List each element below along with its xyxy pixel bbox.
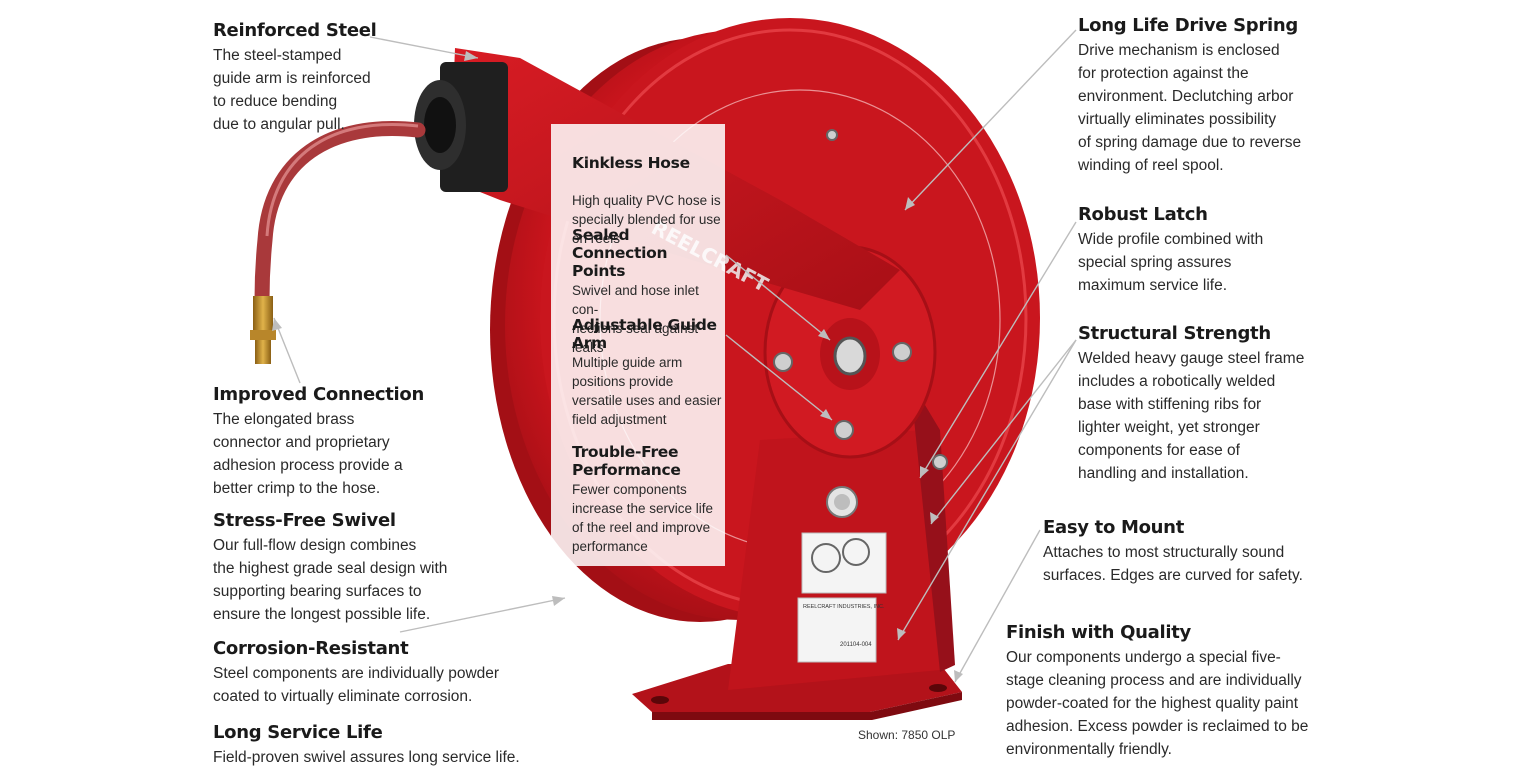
- feature-body: Our components undergo a special five- s…: [1006, 649, 1309, 758]
- feature-body: Steel components are individually powder…: [213, 665, 500, 705]
- feature-body: Swivel and hose inlet con- nections seal…: [572, 283, 699, 355]
- feature-improved-connection: Improved Connection The elongated brass …: [213, 384, 424, 500]
- feature-body: The steel-stamped guide arm is reinforce…: [213, 47, 371, 133]
- svg-text:REELCRAFT INDUSTRIES, INC.: REELCRAFT INDUSTRIES, INC.: [803, 604, 885, 610]
- feature-body: High quality PVC hose is specially blend…: [572, 193, 721, 246]
- feature-title: Long Service Life: [213, 722, 383, 743]
- svg-text:201104-004: 201104-004: [840, 642, 872, 648]
- feature-body: The elongated brass connector and propri…: [213, 411, 403, 497]
- center-feature-panel: Kinkless Hose High quality PVC hose is s…: [551, 124, 725, 566]
- feature-title: Sealed Connection Points: [572, 226, 668, 280]
- feature-body: Multiple guide arm positions provide ver…: [572, 355, 722, 427]
- feature-title: Reinforced Steel: [213, 20, 377, 41]
- feature-title: Structural Strength: [1078, 323, 1271, 344]
- feature-body: Welded heavy gauge steel frame includes …: [1078, 350, 1305, 482]
- brass-fitting: [250, 296, 276, 364]
- callout-arrows: [273, 29, 1077, 683]
- feature-title: Improved Connection: [213, 384, 425, 405]
- feature-title: Kinkless Hose: [572, 154, 690, 172]
- feature-kinkless-hose: Kinkless Hose High quality PVC hose is s…: [572, 136, 721, 266]
- feature-title: Stress-Free Swivel: [213, 510, 396, 531]
- feature-robust-latch: Robust Latch Wide profile combined with …: [1078, 204, 1263, 297]
- product-caption: Shown: 7850 OLP: [858, 728, 956, 742]
- feature-trouble-free: Trouble-Free Performance Fewer component…: [572, 443, 713, 556]
- id-label: [797, 597, 877, 663]
- hose: [254, 121, 426, 308]
- feature-title: Easy to Mount: [1043, 517, 1185, 538]
- feature-adjustable-guide-arm: Adjustable Guide Arm Multiple guide arm …: [572, 316, 721, 429]
- feature-reinforced-steel: Reinforced Steel The steel-stamped guide…: [213, 20, 377, 136]
- feature-body: Wide profile combined with special sprin…: [1078, 231, 1264, 294]
- feature-title: Finish with Quality: [1006, 622, 1191, 643]
- feature-body: Our full-flow design combines the highes…: [213, 537, 448, 623]
- feature-drive-spring: Long Life Drive Spring Drive mechanism i…: [1078, 15, 1301, 177]
- feature-body: Field-proven swivel assures long service…: [213, 749, 520, 766]
- feature-body: Drive mechanism is enclosed for protecti…: [1078, 42, 1302, 174]
- feature-long-service-life: Long Service Life Field-proven swivel as…: [213, 722, 520, 769]
- warning-label: [801, 532, 887, 594]
- base-plate: [632, 664, 962, 720]
- feature-title: Corrosion-Resistant: [213, 638, 409, 659]
- hose-guide: [414, 62, 508, 192]
- feature-corrosion-resistant: Corrosion-Resistant Steel components are…: [213, 638, 499, 708]
- feature-stress-free-swivel: Stress-Free Swivel Our full-flow design …: [213, 510, 447, 626]
- feature-title: Trouble-Free Performance: [572, 443, 681, 479]
- feature-finish-quality: Finish with Quality Our components under…: [1006, 622, 1308, 761]
- feature-body: Attaches to most structurally sound surf…: [1043, 544, 1303, 584]
- feature-easy-to-mount: Easy to Mount Attaches to most structura…: [1043, 517, 1303, 587]
- feature-body: Fewer components increase the service li…: [572, 482, 714, 554]
- feature-title: Adjustable Guide Arm: [572, 316, 717, 352]
- feature-structural-strength: Structural Strength Welded heavy gauge s…: [1078, 323, 1304, 485]
- feature-title: Robust Latch: [1078, 204, 1208, 225]
- feature-title: Long Life Drive Spring: [1078, 15, 1298, 36]
- feature-sealed-connection: Sealed Connection Points Swivel and hose…: [572, 226, 725, 357]
